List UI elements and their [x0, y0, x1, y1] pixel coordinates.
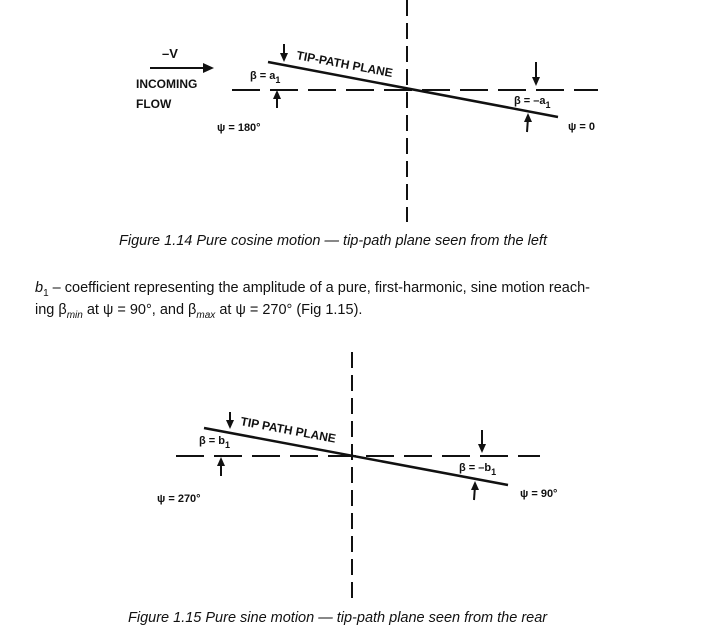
beta-right-bottom-arrow-icon — [471, 481, 479, 501]
psi-left-label: ψ = 180° — [217, 122, 261, 134]
figure-1-14-caption: Figure 1.14 Pure cosine motion — tip-pat… — [119, 233, 547, 249]
psi-right-label: ψ = 90° — [520, 488, 557, 500]
definition-line-1: b1 – coefficient representing the amplit… — [35, 280, 590, 299]
definition-line-2: ing βmin at ψ = 90°, and βmax at ψ = 270… — [35, 301, 363, 321]
beta-right-label: β = –b1 — [459, 462, 496, 477]
incoming-flow-label-line2: FLOW — [136, 97, 172, 111]
beta-left-label: β = b1 — [199, 435, 230, 450]
beta-right-label: β = –a1 — [514, 95, 551, 110]
beta-left-label: β = a1 — [250, 70, 280, 85]
tip-path-plane-label: TIP PATH PLANE — [239, 414, 337, 446]
b1-definition-paragraph: b1 – coefficient representing the amplit… — [35, 278, 710, 326]
psi-left-label: ψ = 270° — [157, 493, 201, 505]
beta-left-top-arrow-icon — [226, 412, 234, 429]
flow-velocity-label: –V — [162, 46, 178, 61]
beta-right-top-arrow-icon — [478, 430, 486, 453]
incoming-flow-label-line1: INCOMING — [136, 77, 197, 91]
beta-left-top-arrow-icon — [280, 44, 288, 62]
figure-1-15-caption: Figure 1.15 Pure sine motion — tip-path … — [128, 610, 548, 626]
beta-left-bottom-arrow-icon — [217, 457, 225, 476]
psi-right-label: ψ = 0 — [568, 121, 595, 133]
tip-path-plane-line — [267, 60, 559, 119]
figure-1-14-diagram: –V INCOMING FLOW TIP-PATH PLANE β = a1 β… — [136, 0, 598, 222]
incoming-flow-arrow-icon — [150, 63, 214, 73]
beta-right-top-arrow-icon — [532, 62, 540, 86]
beta-right-bottom-arrow-icon — [524, 113, 532, 133]
tip-path-plane-line — [203, 426, 509, 487]
beta-left-bottom-arrow-icon — [273, 90, 281, 108]
